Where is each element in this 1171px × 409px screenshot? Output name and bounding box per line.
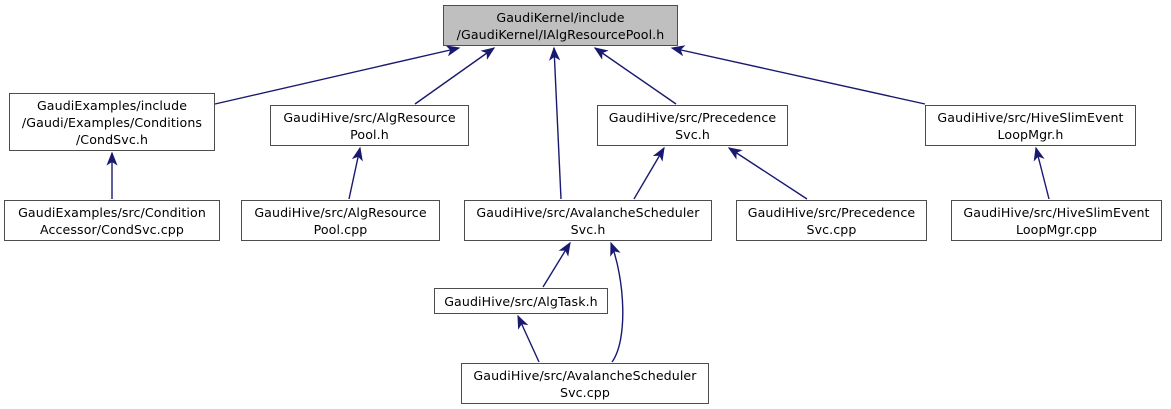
graph-edge-algresourcepool-h-to-ialgresourcepool-h: [414, 47, 496, 105]
graph-node-hiveslimeventloopmgr-cpp[interactable]: GaudiHive/src/HiveSlimEvent LoopMgr.cpp: [951, 200, 1162, 241]
graph-node-hiveslimeventloopmgr-h[interactable]: GaudiHive/src/HiveSlimEvent LoopMgr.h: [925, 105, 1136, 146]
graph-edge-precedencesvc-h-to-ialgresourcepool-h: [593, 47, 677, 105]
graph-edge-algtask-h-to-avalancheschedulersvc-h: [542, 241, 571, 288]
graph-node-condsvc-cpp[interactable]: GaudiExamples/src/Condition Accessor/Con…: [4, 200, 220, 241]
graph-node-label: GaudiHive/src/AlgResource Pool.h: [283, 109, 456, 142]
graph-node-ialgresourcepool-h[interactable]: GaudiKernel/include /GaudiKernel/IAlgRes…: [443, 5, 678, 46]
graph-node-label: GaudiHive/src/HiveSlimEvent LoopMgr.cpp: [963, 204, 1150, 237]
graph-edge-avalancheschedulersvc-cpp-to-algtask-h: [517, 314, 540, 363]
graph-edge-hiveslimeventloopmgr-cpp-to-hiveslimeventloopmgr-h: [1033, 146, 1050, 200]
graph-edge-avalancheschedulersvc-h-to-ialgresourcepool-h: [548, 46, 562, 200]
graph-node-label: GaudiHive/src/AlgResource Pool.cpp: [254, 204, 427, 237]
graph-node-avalancheschedulersvc-h[interactable]: GaudiHive/src/AvalancheScheduler Svc.h: [464, 200, 712, 241]
graph-node-avalancheschedulersvc-cpp[interactable]: GaudiHive/src/AvalancheScheduler Svc.cpp: [461, 363, 709, 404]
graph-node-precedencesvc-cpp[interactable]: GaudiHive/src/Precedence Svc.cpp: [736, 200, 927, 241]
graph-node-algtask-h[interactable]: GaudiHive/src/AlgTask.h: [434, 288, 608, 314]
graph-edge-hiveslimeventloopmgr-h-to-ialgresourcepool-h: [670, 45, 926, 105]
graph-node-label: GaudiHive/src/Precedence Svc.h: [608, 109, 777, 142]
graph-node-label: GaudiKernel/include /GaudiKernel/IAlgRes…: [456, 9, 665, 42]
graph-node-algresourcepool-cpp[interactable]: GaudiHive/src/AlgResource Pool.cpp: [241, 200, 440, 241]
graph-node-label: GaudiExamples/include /Gaudi/Examples/Co…: [21, 97, 203, 147]
graph-edge-avalancheschedulersvc-cpp-to-avalancheschedulersvc-h: [610, 241, 624, 363]
graph-node-label: GaudiHive/src/Precedence Svc.cpp: [747, 204, 916, 237]
graph-node-condsvc-h[interactable]: GaudiExamples/include /Gaudi/Examples/Co…: [9, 93, 215, 151]
graph-edge-precedencesvc-cpp-to-precedencesvc-h: [727, 147, 808, 200]
graph-node-label: GaudiHive/src/HiveSlimEvent LoopMgr.h: [937, 109, 1124, 142]
graph-node-label: GaudiHive/src/AvalancheScheduler Svc.h: [476, 204, 700, 237]
graph-node-algresourcepool-h[interactable]: GaudiHive/src/AlgResource Pool.h: [270, 105, 469, 146]
graph-node-label: GaudiExamples/src/Condition Accessor/Con…: [18, 204, 206, 237]
graph-edge-condsvc-h-to-ialgresourcepool-h: [214, 45, 461, 105]
graph-node-label: GaudiHive/src/AvalancheScheduler Svc.cpp: [473, 367, 697, 400]
graph-node-precedencesvc-h[interactable]: GaudiHive/src/Precedence Svc.h: [597, 105, 788, 146]
graph-edge-avalancheschedulersvc-h-to-precedencesvc-h: [633, 146, 665, 200]
graph-edge-algresourcepool-cpp-to-algresourcepool-h: [348, 146, 363, 200]
graph-node-label: GaudiHive/src/AlgTask.h: [444, 293, 598, 309]
